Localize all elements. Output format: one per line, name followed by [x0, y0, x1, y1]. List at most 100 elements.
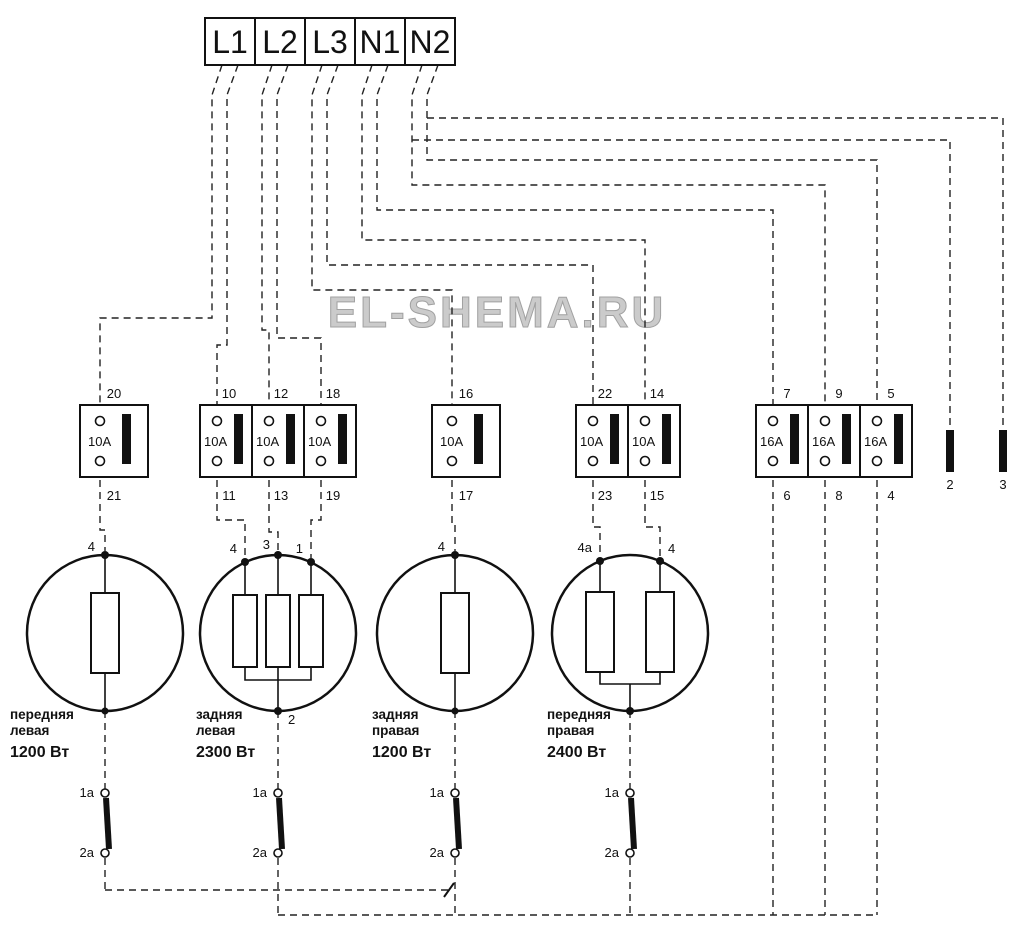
aux-terminal-3: 3 — [999, 430, 1007, 492]
fuse-rating-label: 10A — [204, 434, 227, 449]
fuse-terminal — [315, 415, 327, 427]
aux-terminal-bar — [999, 430, 1007, 472]
burner-switch-rear-left: 1a 2a — [253, 785, 285, 860]
wire — [99, 480, 106, 551]
supply-terminal-label-n2: N2 — [410, 24, 451, 60]
switch-contact-bar — [453, 797, 462, 850]
burner-terminal-label: 1 — [296, 541, 303, 556]
burner-terminal-label: 4a — [578, 540, 593, 555]
fuse-terminal — [211, 415, 223, 427]
heating-element-resistor — [265, 594, 291, 668]
fuse-body — [859, 404, 913, 478]
switch-terminal — [450, 848, 460, 858]
wire — [276, 64, 322, 405]
heating-element-resistor — [440, 592, 470, 674]
fuse-terminal-number-bottom: 15 — [650, 488, 664, 503]
switch-terminal-label: 1a — [80, 785, 95, 800]
fuse-terminal — [639, 455, 651, 467]
fuse-rating-label: 10A — [256, 434, 279, 449]
fuse-unit-7: 16A 7 6 — [755, 386, 809, 503]
fuse-rating-label: 10A — [580, 434, 603, 449]
fuse-element-bar — [234, 414, 243, 464]
fuse-terminal — [94, 455, 106, 467]
burner-power: 2300 Вт — [196, 744, 255, 761]
fuse-unit-20: 10A 20 21 — [79, 386, 149, 503]
fuse-terminal — [446, 455, 458, 467]
switch-terminal-label: 2a — [430, 845, 445, 860]
aux-terminal-number: 2 — [946, 477, 953, 492]
fuse-terminal-number-top: 7 — [783, 386, 790, 401]
fuse-body — [251, 404, 305, 478]
watermark: EL-SHEMA.RU — [328, 288, 667, 337]
fuse-terminal — [639, 415, 651, 427]
wire — [216, 64, 239, 405]
switch-contact-bar — [103, 797, 112, 850]
fuse-terminal — [587, 455, 599, 467]
fuse-terminal — [446, 415, 458, 427]
fuse-terminal — [767, 415, 779, 427]
fuse-unit-16: 10A 16 17 — [431, 386, 501, 503]
supply-terminal-block: L1 L2 L3 N1 N2 — [204, 17, 456, 66]
burner-name: правая — [372, 723, 419, 738]
wiring-harness — [99, 64, 1004, 916]
wire — [412, 139, 951, 430]
fuse-terminal — [94, 415, 106, 427]
terminal-dot — [307, 558, 315, 566]
wire — [644, 480, 661, 557]
supply-terminal-label-l1: L1 — [212, 24, 248, 60]
wire — [310, 480, 322, 558]
burner-terminal-label: 4 — [668, 541, 675, 556]
burner-switch-front-right: 1a 2a — [605, 785, 637, 860]
wire — [99, 64, 223, 405]
terminal-dot — [101, 551, 109, 559]
fuse-unit-12: 10A 12 13 — [251, 386, 305, 503]
burner-rear-right: 4 задняя правая 1200 Вт — [372, 539, 535, 761]
burner-terminal-label: 4 — [230, 541, 237, 556]
fuse-rating-label: 10A — [308, 434, 331, 449]
burner-name: задняя — [372, 707, 419, 722]
fuse-element-bar — [662, 414, 671, 464]
burner-power: 2400 Вт — [547, 744, 606, 761]
burner-name: левая — [196, 723, 235, 738]
fuse-element-bar — [286, 414, 295, 464]
heating-element-resistor — [585, 591, 615, 673]
switch-terminal — [273, 788, 283, 798]
fuse-terminal — [819, 415, 831, 427]
fuse-terminal — [315, 455, 327, 467]
fuse-terminal-number-top: 20 — [107, 386, 121, 401]
burner-switch-front-left: 1a 2a — [80, 785, 112, 860]
burner-rear-left: 4 3 1 2 задняя левая 2300 Вт — [196, 537, 358, 761]
fuse-body — [199, 404, 253, 478]
wire — [592, 480, 601, 557]
burner-terminal-label: 3 — [263, 537, 270, 552]
fuse-terminal-number-top: 10 — [222, 386, 236, 401]
fuse-terminal-number-bottom: 8 — [835, 488, 842, 503]
fuse-rating-label: 16A — [864, 434, 887, 449]
fuse-terminal-number-bottom: 6 — [783, 488, 790, 503]
fuse-element-bar — [894, 414, 903, 464]
supply-terminal-label-n1: N1 — [360, 24, 401, 60]
wire — [411, 64, 826, 405]
terminal-dot — [274, 707, 282, 715]
fuse-terminal — [871, 455, 883, 467]
fuse-element-bar — [842, 414, 851, 464]
terminal-dot — [626, 707, 634, 715]
fuse-terminal — [587, 415, 599, 427]
terminal-dot — [451, 551, 459, 559]
switch-terminal — [100, 788, 110, 798]
fuse-terminal-number-bottom: 4 — [887, 488, 894, 503]
aux-terminal-bar — [946, 430, 954, 472]
fuse-body — [79, 404, 149, 478]
terminal-dot — [596, 557, 604, 565]
fuse-terminal-number-bottom: 21 — [107, 488, 121, 503]
fuse-rating-label: 10A — [632, 434, 655, 449]
switch-contact-bar — [628, 797, 637, 850]
fuse-terminal-number-top: 9 — [835, 386, 842, 401]
burner-front-left: 4 передняя левая 1200 Вт — [10, 539, 185, 761]
heating-element-resistor — [298, 594, 324, 668]
fuse-terminal-number-bottom: 23 — [598, 488, 612, 503]
switch-terminal-label: 1a — [253, 785, 268, 800]
fuse-terminal-number-top: 5 — [887, 386, 894, 401]
fuse-terminal — [263, 455, 275, 467]
fuse-body — [627, 404, 681, 478]
